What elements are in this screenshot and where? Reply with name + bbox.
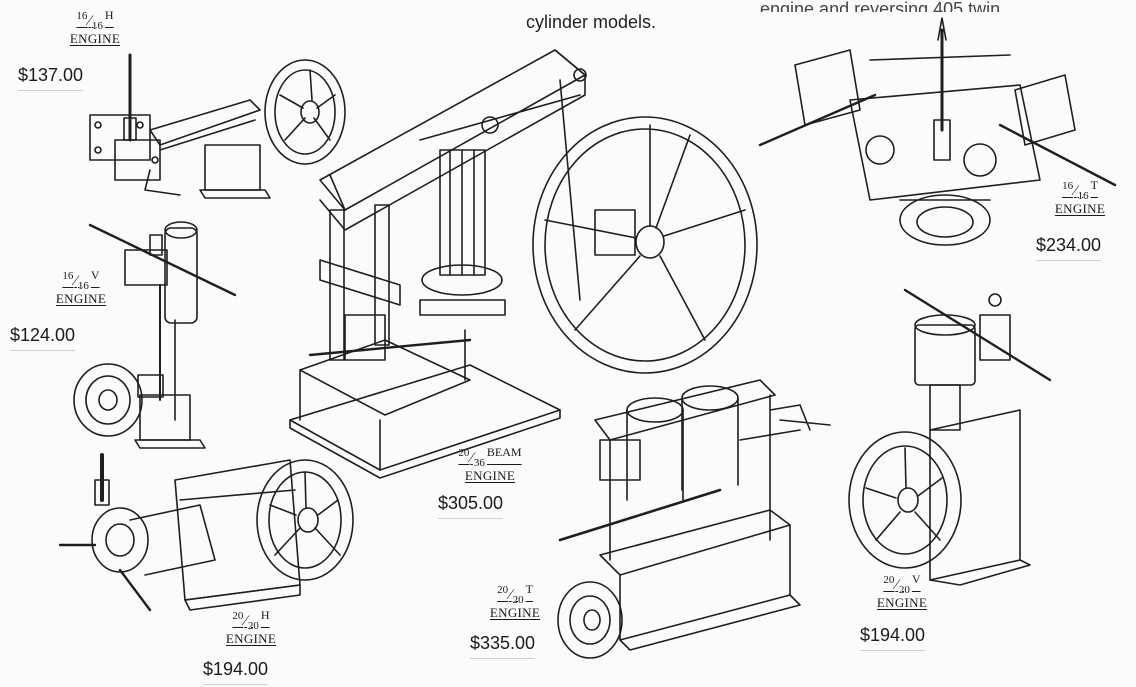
engine-20-20-v-drawing (848, 288, 1052, 586)
price-20-20-h: $194.00 (203, 652, 269, 685)
engine-word: ENGINE (55, 291, 107, 306)
engine-word: ENGINE (464, 468, 516, 483)
header-cut-text: engine and reversing 405 twin (760, 0, 1001, 12)
label-20-20-h: 20⁄20H ENGINE (206, 608, 296, 646)
label-20-36-beam: 20⁄36BEAM ENGINE (440, 445, 540, 483)
label-20-20-t: 20⁄20T ENGINE (470, 582, 560, 620)
price-16-16-v: $124.00 (10, 318, 76, 351)
engine-word: ENGINE (1054, 201, 1106, 216)
price-20-20-t: $335.00 (470, 626, 536, 659)
label-16-16-h: 16⁄16H ENGINE (50, 8, 140, 46)
price-20-36-beam: $305.00 (438, 486, 504, 519)
engine-20-20-t-drawing (557, 379, 831, 659)
label-16-16-t: 16⁄16T ENGINE (1040, 178, 1120, 216)
engine-16-16-v-drawing (73, 221, 237, 449)
engine-20-20-h-drawing (58, 453, 354, 612)
price-20-20-v: $194.00 (860, 618, 926, 651)
fraction-16-16-h: 16⁄16H (76, 8, 114, 32)
engine-word: ENGINE (69, 31, 121, 46)
engine-word: ENGINE (225, 631, 277, 646)
price-16-16-t: $234.00 (1036, 228, 1102, 261)
engine-16-16-h-drawing (89, 53, 346, 199)
engine-20-36-beam-drawing (289, 49, 758, 479)
engine-word: ENGINE (489, 605, 541, 620)
label-16-16-v: 16⁄16V ENGINE (36, 268, 126, 306)
header-text: cylinder models. (526, 12, 657, 32)
label-20-20-v: 20⁄20V ENGINE (862, 572, 942, 610)
engine-word: ENGINE (876, 595, 928, 610)
price-16-16-h: $137.00 (18, 58, 84, 91)
engine-16-16-t-drawing (758, 17, 1117, 246)
